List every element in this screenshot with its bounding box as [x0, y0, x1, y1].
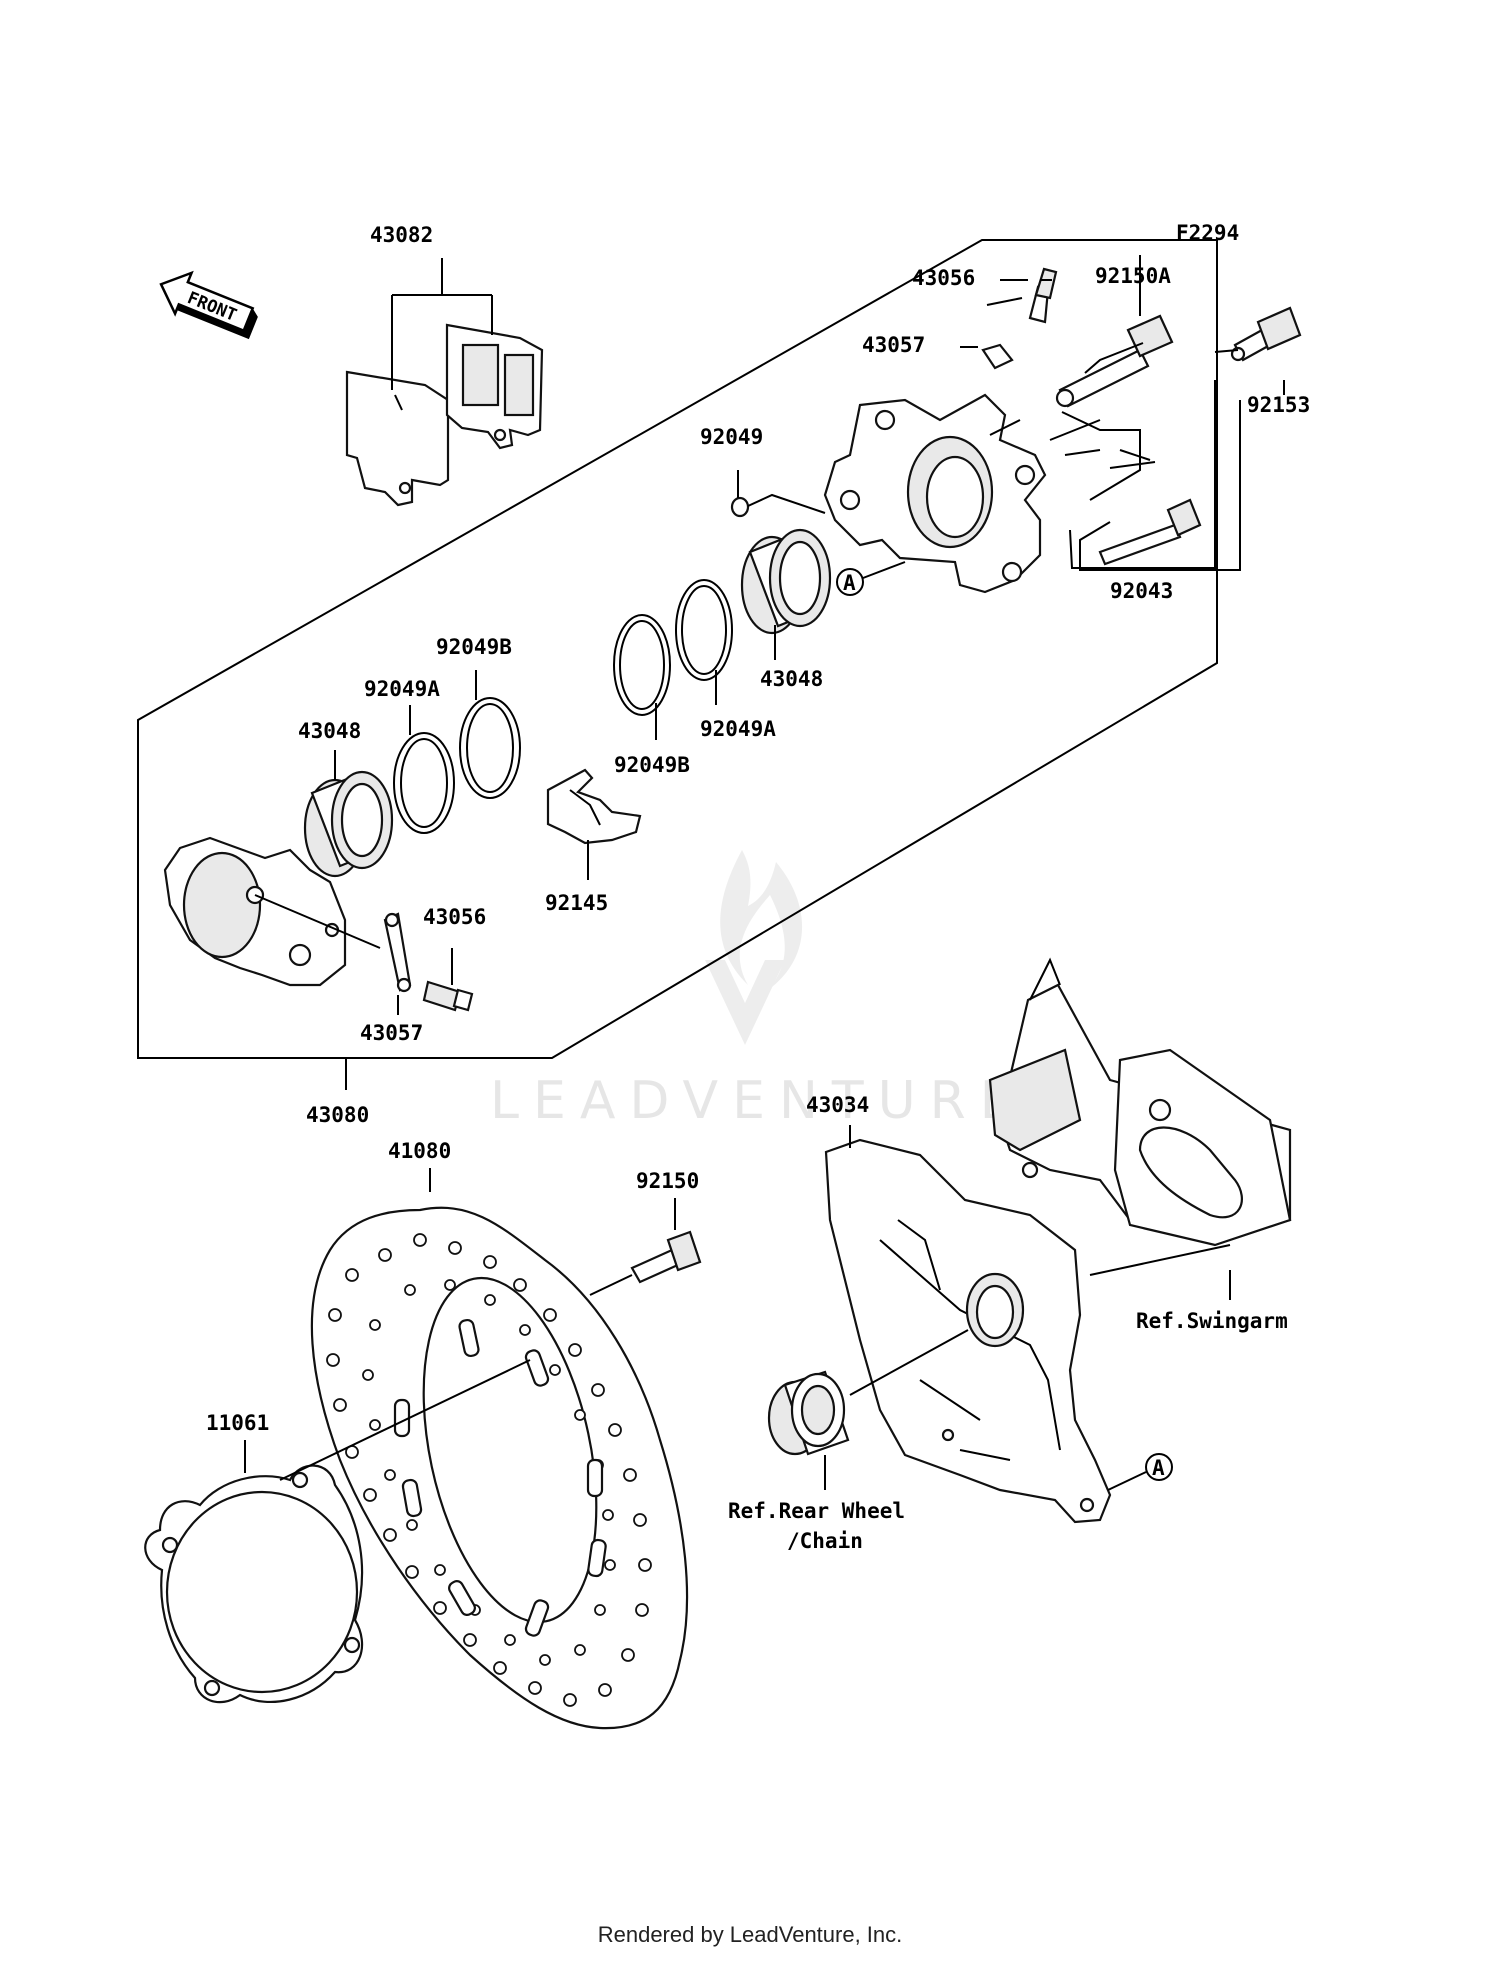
- label-43056-lower: 43056: [423, 905, 486, 929]
- label-92145: 92145: [545, 891, 608, 915]
- brake-disc: [310, 1206, 689, 1730]
- bolt-92150a: [1055, 314, 1174, 408]
- callout-a-lower: A: [1107, 1453, 1173, 1491]
- label-43056-upper: 43056: [912, 266, 975, 290]
- label-92049: 92049: [700, 425, 763, 449]
- bolt-92153: [1230, 306, 1302, 362]
- seal-92049b-upper: [613, 614, 671, 716]
- label-43034: 43034: [806, 1093, 869, 1117]
- label-92153: 92153: [1247, 393, 1310, 417]
- seal-92049a-left: [393, 732, 455, 834]
- label-43057-upper: 43057: [862, 333, 925, 357]
- figure-code: F2294: [1176, 221, 1239, 245]
- watermark-text: LEADVENTURE: [490, 1071, 1027, 1131]
- callout-a-upper: A: [836, 561, 906, 596]
- label-43057-lower: 43057: [360, 1021, 423, 1045]
- spring-92145: [546, 768, 642, 845]
- footer-credit: Rendered by LeadVenture, Inc.: [597, 1922, 903, 1947]
- label-43048-left: 43048: [298, 719, 361, 743]
- label-11061: 11061: [206, 1411, 269, 1435]
- piston-left: [303, 770, 394, 878]
- label-92049a-upper: 92049A: [700, 717, 776, 741]
- brake-pads: [345, 323, 544, 507]
- label-43082: 43082: [370, 223, 433, 247]
- wheel-collar: [767, 1370, 850, 1456]
- label-41080: 41080: [388, 1139, 451, 1163]
- label-92049b-left: 92049B: [614, 753, 690, 777]
- label-92043: 92043: [1110, 579, 1173, 603]
- label-92049b-upper: 92049B: [436, 635, 512, 659]
- label-92049a-left: 92049A: [364, 677, 440, 701]
- bleeder-lower: [383, 912, 474, 1012]
- watermark: LEADVENTURE: [490, 850, 1027, 1131]
- seal-92049b-left: [459, 697, 521, 799]
- front-arrow-icon: FRONT: [159, 270, 258, 340]
- bolt-92150: [630, 1230, 702, 1284]
- label-92150: 92150: [636, 1169, 699, 1193]
- gasket-11061: [144, 1464, 364, 1704]
- label-43080: 43080: [306, 1103, 369, 1127]
- label-43048-upper: 43048: [760, 667, 823, 691]
- svg-text:A: A: [843, 571, 856, 595]
- label-ref-swingarm: Ref.Swingarm: [1136, 1309, 1288, 1333]
- label-ref-rear-wheel: Ref.Rear Wheel: [728, 1499, 905, 1523]
- caliper-assembly-outline: [137, 239, 1218, 1059]
- caliper-lower: [163, 836, 347, 987]
- swingarm-ref: [988, 957, 1292, 1247]
- pin-92043: [1098, 498, 1202, 566]
- svg-text:A: A: [1152, 1456, 1165, 1480]
- label-92150a: 92150A: [1095, 264, 1171, 288]
- label-ref-chain: /Chain: [787, 1529, 863, 1553]
- piston-upper: [740, 528, 832, 635]
- bleeder-upper: [981, 267, 1058, 370]
- oring-92049: [730, 496, 750, 518]
- caliper-upper: [823, 393, 1047, 594]
- seal-92049a-upper: [675, 579, 733, 681]
